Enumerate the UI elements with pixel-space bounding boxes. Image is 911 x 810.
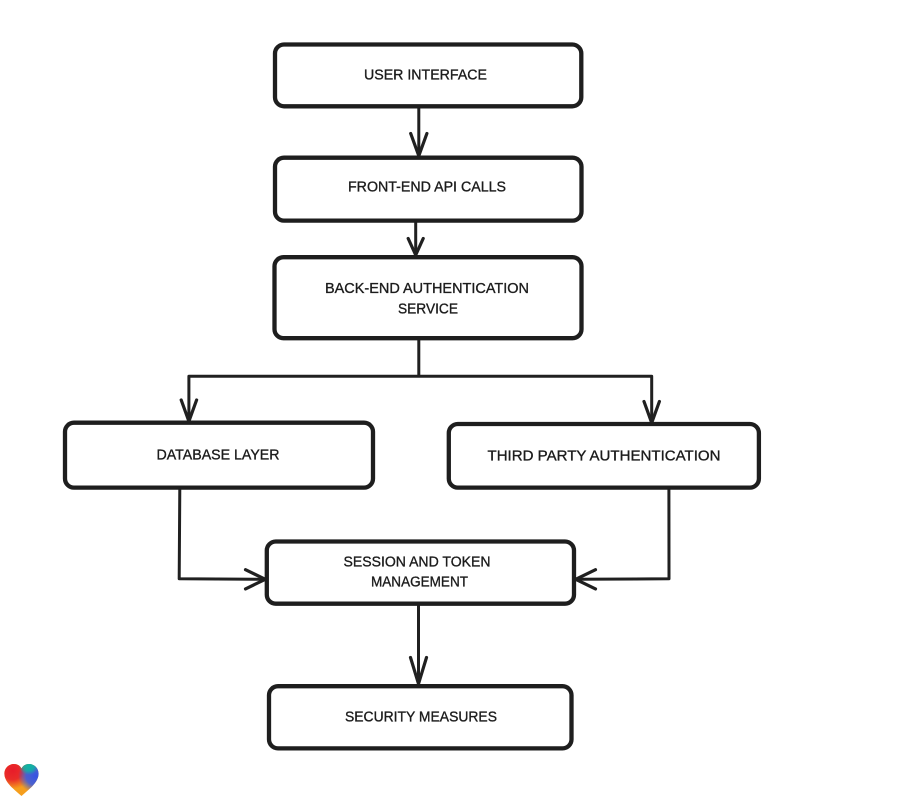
svg-text:DATABASE LAYER: DATABASE LAYER (157, 446, 280, 463)
svg-text:USER INTERFACE: USER INTERFACE (364, 66, 487, 83)
svg-text:THIRD PARTY AUTHENTICATION: THIRD PARTY AUTHENTICATION (488, 447, 721, 464)
svg-text:SECURITY MEASURES: SECURITY MEASURES (345, 708, 497, 725)
svg-text:SESSION AND TOKEN: SESSION AND TOKEN (344, 553, 491, 570)
svg-text:SERVICE: SERVICE (398, 300, 458, 317)
svg-text:FRONT-END API CALLS: FRONT-END API CALLS (348, 178, 506, 195)
svg-text:BACK-END AUTHENTICATION: BACK-END AUTHENTICATION (325, 280, 529, 297)
svg-text:MANAGEMENT: MANAGEMENT (371, 573, 468, 590)
